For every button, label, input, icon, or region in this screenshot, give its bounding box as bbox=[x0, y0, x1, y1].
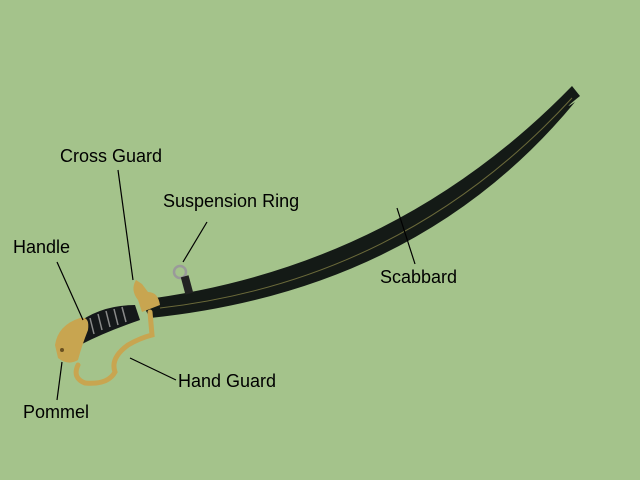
hand-guard-leader bbox=[129, 357, 177, 381]
scabbard-leader bbox=[396, 207, 416, 265]
cross-guard-leader bbox=[117, 169, 134, 281]
handle-leader bbox=[56, 261, 84, 321]
cross-guard bbox=[133, 280, 160, 312]
label-scabbard: Scabbard bbox=[380, 267, 457, 287]
suspension-ring bbox=[172, 264, 188, 280]
scabbard-seam bbox=[159, 97, 573, 309]
hand-guard bbox=[73, 309, 155, 386]
suspension-ring-leader bbox=[182, 221, 208, 263]
label-pommel: Pommel bbox=[23, 402, 89, 422]
pommel-eye bbox=[60, 348, 64, 352]
grip-wire bbox=[89, 306, 127, 335]
label-handle: Handle bbox=[13, 237, 70, 257]
pommel-leader bbox=[56, 361, 63, 401]
scabbard bbox=[140, 86, 580, 318]
label-hand-guard: Hand Guard bbox=[178, 371, 276, 391]
label-cross-guard: Cross Guard bbox=[60, 146, 162, 166]
label-suspension-ring: Suspension Ring bbox=[163, 191, 299, 211]
pommel bbox=[55, 317, 89, 363]
ring-band bbox=[180, 275, 194, 295]
